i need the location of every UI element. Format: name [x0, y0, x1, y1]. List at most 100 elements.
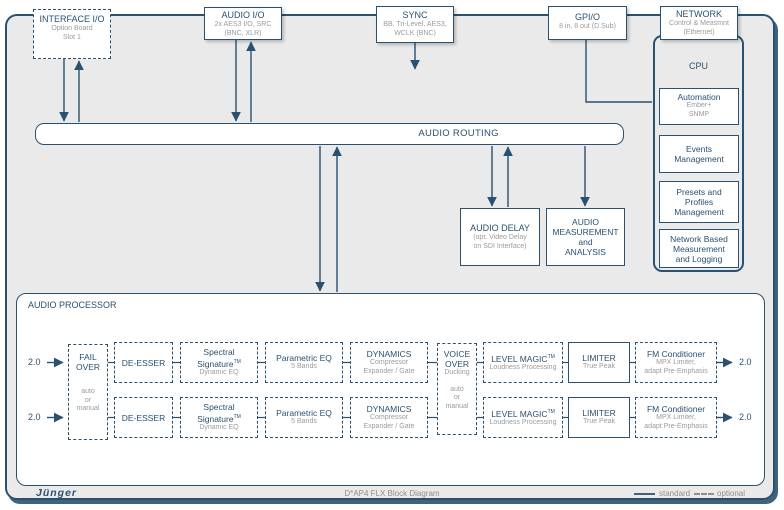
input-label-row2: 2.0	[28, 412, 41, 422]
dynamics-title: DYNAMICS	[366, 404, 412, 414]
level-magic-title-text: LEVEL MAGIC	[491, 409, 548, 420]
fm-sub1: MPX Limiter,	[656, 359, 696, 366]
level-magic-title-text: LEVEL MAGIC	[491, 354, 548, 365]
spectral-sub: Dynamic EQ	[199, 369, 239, 377]
dynamics-title: DYNAMICS	[366, 349, 412, 359]
legend-standard-label: standard	[659, 489, 691, 498]
parametric-sub: 5 Bands	[291, 418, 317, 426]
audio-measurement-line3: and	[578, 237, 593, 247]
gpio-line1: 8 in, 8 out (D.Sub)	[559, 23, 616, 30]
dynamics-box-row2: DYNAMICS Compressor Expander / Gate	[350, 397, 428, 438]
dynamics-box-row1: DYNAMICS Compressor Expander / Gate	[350, 342, 428, 383]
juenger-logo: Jünger	[36, 487, 78, 499]
audio-io-line1: 2x AES3 I/O, SRC	[214, 21, 272, 28]
cpu-presets-line3: Management	[674, 207, 724, 217]
audio-io-title: AUDIO I/O	[221, 10, 265, 20]
spectral-tm: TM	[233, 359, 241, 366]
audio-routing-bar: AUDIO ROUTING	[35, 123, 624, 145]
parametric-title: Parametric EQ	[276, 408, 332, 419]
spectral-tm: TM	[233, 414, 241, 421]
audio-measurement-line1: AUDIO	[572, 217, 599, 227]
interface-io-line2: Slot 1	[63, 33, 81, 41]
parametric-sub: 5 Bands	[291, 363, 317, 371]
network-line2: (Ethernet)	[683, 28, 715, 36]
voice-over-mode3: manual	[445, 402, 469, 410]
spacer	[69, 372, 107, 388]
fm-sub2: adapt Pre-Emphasis	[644, 422, 708, 430]
voice-over-sub: Ducking	[444, 369, 470, 376]
spectral-title1: Spectral	[203, 402, 235, 413]
voice-over-title1: VOICE	[443, 349, 471, 359]
sync-line1: BB, Tri-Level, AES3,	[383, 21, 447, 28]
audio-processor-container	[16, 293, 765, 486]
fm-conditioner-box-row1: FM Conditioner MPX Limiter, adapt Pre-Em…	[635, 342, 717, 383]
dynamics-sub2: Expander / Gate	[363, 422, 415, 430]
level-magic-sub: Loudness Processing	[489, 419, 557, 427]
chain-connectors	[108, 361, 635, 419]
legend-optional-label: optional	[717, 489, 746, 498]
audio-measurement-box: AUDIO MEASUREMENT and ANALYSIS	[546, 208, 625, 266]
spectral-title2: SignatureTM	[181, 357, 257, 369]
parametric-eq-box-row2: Parametric EQ 5 Bands	[265, 397, 343, 438]
audio-processor-label: AUDIO PROCESSOR	[28, 300, 117, 310]
level-magic-title: LEVEL MAGICTM	[484, 352, 562, 364]
sync-box: SYNC BB, Tri-Level, AES3, WCLK (BNC)	[376, 6, 454, 43]
level-magic-tm: TM	[547, 354, 555, 361]
cpu-netmeasurement-line2: Measurement	[673, 243, 725, 254]
limiter-sub: True Peak	[582, 363, 616, 371]
spectral-sub: Dynamic EQ	[199, 424, 239, 432]
cpu-events-line1: Events	[686, 144, 712, 154]
level-magic-tm: TM	[547, 409, 555, 416]
sync-line2: WCLK (BNC)	[394, 29, 436, 37]
fail-over-title1: FAIL	[79, 352, 97, 362]
fm-sub1: MPX Limiter,	[656, 414, 696, 421]
spectral-signature-box-row1: Spectral SignatureTM Dynamic EQ	[180, 342, 258, 383]
de-esser-box-row1: DE-ESSER	[114, 342, 173, 383]
de-esser-title: DE-ESSER	[121, 412, 166, 423]
input-label-row1: 2.0	[28, 357, 41, 367]
fm-title: FM Conditioner	[646, 404, 706, 414]
limiter-sub: True Peak	[582, 418, 616, 426]
dynamics-sub2: Expander / Gate	[363, 367, 415, 375]
fail-over-mode3: manual	[76, 405, 100, 412]
interface-io-line1: Option Board	[51, 25, 93, 32]
spectral-title2-text: Signature	[197, 359, 234, 370]
audio-io-box: AUDIO I/O 2x AES3 I/O, SRC (BNC, XLR)	[204, 7, 282, 40]
cpu-events-box: Events Management	[659, 135, 739, 173]
legend-standard-line	[634, 493, 655, 495]
audio-routing-label: AUDIO ROUTING	[418, 128, 499, 139]
fm-sub2: adapt Pre-Emphasis	[644, 367, 708, 375]
spectral-title2-text: Signature	[197, 414, 234, 425]
network-title: NETWORK	[676, 9, 722, 19]
cpu-presets-box: Presets and Profiles Management	[659, 181, 739, 223]
diagram-title: D*AP4 FLX Block Diagram	[344, 489, 440, 498]
fail-over-mode1: auto	[81, 388, 95, 395]
fm-title: FM Conditioner	[646, 349, 706, 359]
output-label-row2: 2.0	[739, 412, 752, 422]
audio-delay-line2: on SDI Interface)	[473, 242, 527, 250]
parametric-title: Parametric EQ	[276, 353, 332, 364]
cpu-automation-box: Automation Ember+ SNMP	[659, 88, 739, 125]
spacer	[438, 378, 476, 386]
gpio-title: GPI/O	[574, 12, 600, 22]
level-magic-title: LEVEL MAGICTM	[484, 407, 562, 419]
interface-io-box: INTERFACE I/O Option Board Slot 1	[33, 9, 111, 59]
cpu-netmeasurement-line1: Network Based	[670, 233, 728, 244]
legend-optional-line	[694, 493, 714, 495]
level-magic-box-row1: LEVEL MAGICTM Loudness Processing	[483, 342, 563, 383]
cpu-netmeasurement-box: Network Based Measurement and Logging	[659, 229, 739, 268]
cpu-automation-title: Automation	[677, 92, 721, 102]
audio-io-line2: (BNC, XLR)	[224, 29, 262, 37]
cpu-presets-line1: Presets and	[676, 187, 722, 197]
line-gpio-to-cpu	[585, 40, 652, 103]
fail-over-title2: OVER	[75, 362, 101, 372]
level-magic-box-row2: LEVEL MAGICTM Loudness Processing	[483, 397, 563, 438]
audio-delay-title: AUDIO DELAY	[470, 223, 530, 233]
spectral-title2: SignatureTM	[181, 412, 257, 424]
de-esser-box-row2: DE-ESSER	[114, 397, 173, 438]
fail-over-box: FAIL OVER auto or manual	[68, 344, 108, 440]
limiter-box-row2: LIMITER True Peak	[568, 397, 630, 438]
fm-conditioner-box-row2: FM Conditioner MPX Limiter, adapt Pre-Em…	[635, 397, 717, 438]
audio-measurement-line4: ANALYSIS	[565, 247, 606, 257]
